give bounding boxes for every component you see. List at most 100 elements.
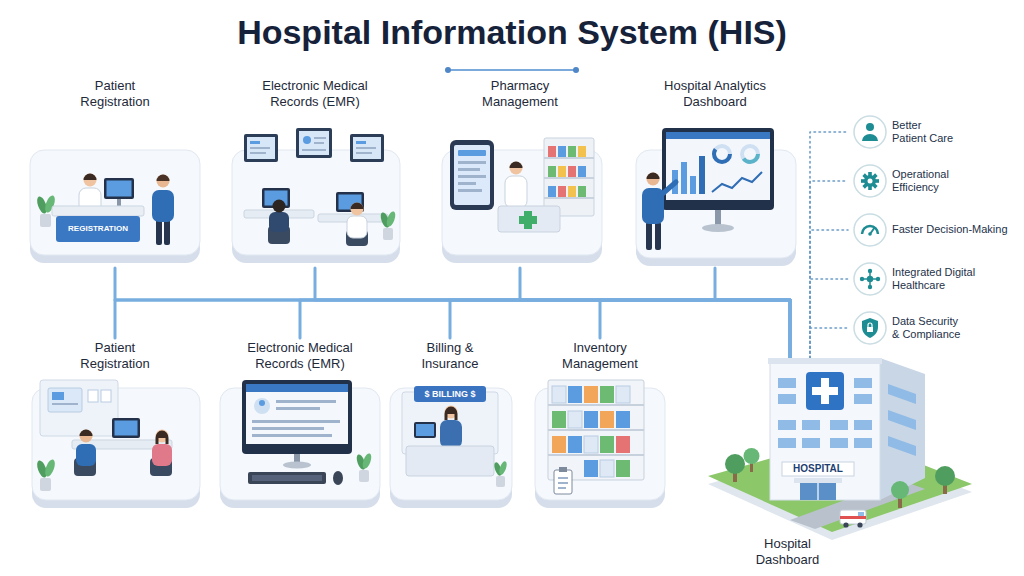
hospital-illustration-part	[770, 362, 880, 500]
billing-tile-part	[414, 386, 486, 402]
registration-tile-part	[40, 380, 118, 436]
hospital-illustration-part	[812, 387, 838, 395]
inventory-tile-part	[558, 487, 566, 489]
pharmacy-tile-part	[558, 166, 566, 177]
analytics-tile-part	[666, 132, 770, 139]
inventory-tile-part	[568, 436, 582, 453]
registration-tile-part	[52, 206, 144, 216]
inventory-tile-part	[552, 411, 566, 428]
module-tile: Electronic Medical Records (EMR)	[215, 338, 385, 515]
emr-tile-part	[361, 452, 373, 469]
analytics-tile-part	[699, 156, 705, 194]
benefit-icons-part	[854, 116, 886, 148]
hospital-illustration-part	[880, 358, 925, 500]
hospital-illustration-part	[778, 420, 796, 430]
module-tile: Hospital Analytics Dashboard	[630, 76, 800, 268]
inventory-tile-part	[548, 429, 644, 431]
registration-tile-part	[152, 444, 172, 466]
hospital-illustration-part	[858, 512, 864, 516]
inventory-tile-part	[568, 411, 582, 428]
emr-tile-part	[350, 134, 384, 162]
registration-tile-part	[84, 174, 97, 181]
emr-tile-part	[299, 131, 329, 155]
billing-tile-part	[416, 424, 434, 436]
pharmacy-tile	[442, 138, 602, 263]
analytics-tile-part	[646, 222, 652, 250]
benefit-icons-part-part	[862, 173, 867, 178]
benefit-label: Integrated Digital Healthcare	[892, 266, 992, 292]
inventory-tile-part	[584, 436, 598, 453]
benefit-icons-part	[876, 277, 880, 281]
analytics-tile-part	[666, 132, 770, 200]
pharmacy-tile-part	[458, 182, 476, 185]
pharmacy-tile-part	[544, 177, 594, 179]
hospital-illustration-part	[888, 436, 916, 456]
registration-tile-part	[48, 388, 82, 412]
module-tile: Patient Registration	[25, 76, 205, 268]
hospital-illustration-part	[778, 438, 796, 448]
emr-tile-part	[250, 147, 270, 149]
hospital-illustration-part	[854, 394, 872, 404]
benefit-icons-part-part	[872, 173, 877, 178]
benefit-link	[810, 279, 848, 358]
pharmacy-tile-part	[458, 150, 486, 156]
inventory-tile-part	[535, 388, 665, 500]
benefit-icons-part	[868, 232, 872, 236]
pharmacy-tile-part	[578, 146, 586, 157]
registration-tile-part	[52, 403, 78, 405]
module-label: Electronic Medical Records (EMR)	[240, 78, 390, 109]
hospital-illustration-part	[802, 438, 820, 448]
analytics-tile-part	[647, 173, 660, 180]
pharmacy-tile-part	[548, 166, 556, 177]
inventory-tile-part	[548, 454, 644, 456]
emr-tile-part	[314, 142, 324, 144]
registration-tile-part	[43, 458, 57, 478]
inventory-tile-part	[600, 436, 614, 453]
emr-tile-part	[252, 427, 324, 430]
title-rule	[445, 67, 579, 73]
hospital-illustration-part	[768, 358, 882, 364]
benefit-icons-part-part	[868, 172, 872, 176]
hospital-illustration-part	[888, 384, 916, 404]
hospital-illustration-part	[935, 466, 955, 486]
pharmacy-tile-part	[450, 140, 494, 210]
hospital-illustration-part	[794, 478, 842, 483]
inventory-tile-part	[600, 460, 614, 477]
inventory-tile-part	[616, 436, 630, 453]
analytics-tile-part	[712, 172, 762, 192]
emr-tile-part	[385, 210, 397, 227]
registration-tile-part	[40, 478, 51, 491]
analytics-tile-part	[647, 173, 660, 186]
registration-tile-part	[30, 150, 200, 255]
registration-tile-part	[101, 390, 111, 402]
pharmacy-tile-part	[510, 162, 523, 175]
emr-tile-part	[359, 470, 369, 482]
inventory-tile-part	[584, 411, 598, 428]
benefit-link	[810, 181, 848, 358]
inventory-tile-part	[558, 477, 568, 479]
registration-tile-part	[80, 430, 93, 436]
registration-tile-part	[52, 392, 64, 400]
benefit-label: Better Patient Care	[892, 119, 956, 145]
analytics-tile-part	[690, 176, 696, 194]
emr-tile-part	[303, 136, 311, 144]
module-label: Inventory Management	[550, 340, 650, 371]
hospital-illustration-part	[744, 448, 760, 464]
emr-tile-part	[246, 384, 348, 444]
inventory-tile-part	[616, 411, 630, 428]
emr-tile	[220, 380, 380, 508]
benefit-icons-part	[862, 134, 878, 141]
pharmacy-tile-part	[548, 146, 556, 157]
pharmacy-tile-part	[568, 146, 576, 157]
diagram-title: Hospital Information System (HIS)	[0, 12, 1024, 53]
inventory-tile-part	[600, 411, 614, 428]
benefit-icons-part-part	[862, 183, 867, 188]
emr-tile-part	[347, 216, 367, 238]
billing-tile-part	[445, 407, 458, 420]
hospital-illustration-part	[830, 438, 848, 448]
emr-tile-part	[254, 398, 270, 414]
emr-tile-part	[276, 400, 336, 403]
emr-tile-part	[248, 472, 326, 484]
hospital-illustration-part	[802, 420, 820, 430]
